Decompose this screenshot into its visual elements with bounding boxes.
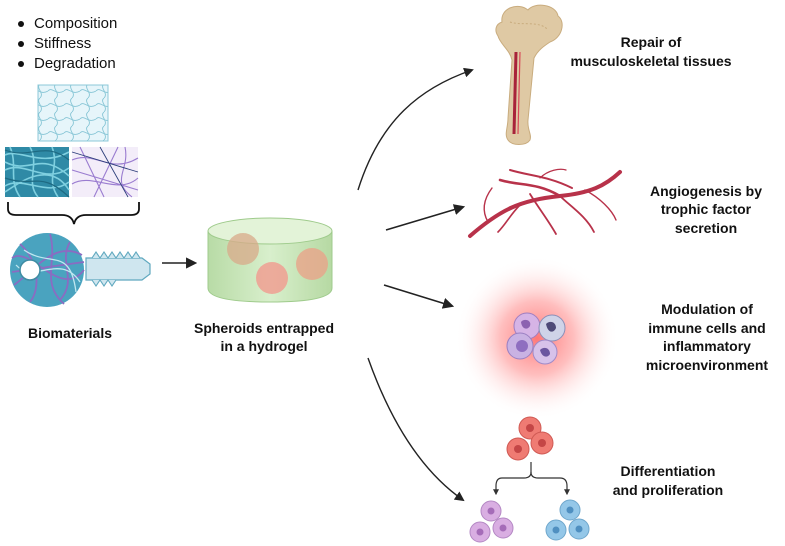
outcome-3-line2: immune cells and [648, 320, 765, 336]
key-icon [10, 233, 151, 307]
biomaterials-label: Biomaterials [28, 325, 112, 341]
outcome-4-line2: and proliferation [613, 482, 723, 498]
biomaterial-properties-list: Composition Stiffness Degradation [8, 14, 117, 74]
hydrogel-mesh-icon [37, 84, 109, 142]
arrow-to-immune-modulation [383, 284, 455, 309]
outcome-3-line4: microenvironment [646, 357, 768, 373]
blood-vessel-icon [468, 168, 622, 238]
immune-cells-icon [455, 256, 619, 420]
sparse-fiber-mesh-icon [71, 146, 139, 198]
property-item: Composition [8, 14, 117, 34]
arrow-to-differentiation [367, 357, 465, 502]
outcome-2-line1: Angiogenesis by [650, 183, 762, 199]
hydrogel-disc-icon [207, 217, 333, 303]
property-item: Stiffness [8, 34, 117, 54]
brace-icon [7, 202, 140, 225]
spheroid [296, 248, 328, 280]
outcome-1-line2: musculoskeletal tissues [570, 53, 731, 69]
spheroids-label-line2: in a hydrogel [220, 338, 307, 354]
outcome-3-line3: inflammatory [663, 338, 751, 354]
arrow-to-angiogenesis [385, 204, 466, 231]
spheroid [227, 233, 259, 265]
outcome-4-line1: Differentiation [621, 463, 716, 479]
outcome-2-line3: secretion [675, 220, 737, 236]
outcome-2-line2: trophic factor [661, 201, 752, 217]
property-item: Degradation [8, 54, 117, 74]
arrow-to-bone-repair [357, 67, 474, 191]
outcome-1-line1: Repair of [621, 34, 682, 50]
spheroid [256, 262, 288, 294]
dense-fiber-mesh-icon [4, 146, 70, 198]
cell-lineage-icon [469, 416, 590, 543]
spheroids-label-line1: Spheroids entrapped [194, 320, 334, 336]
bone-icon [495, 4, 563, 145]
outcome-3-line1: Modulation of [661, 301, 753, 317]
